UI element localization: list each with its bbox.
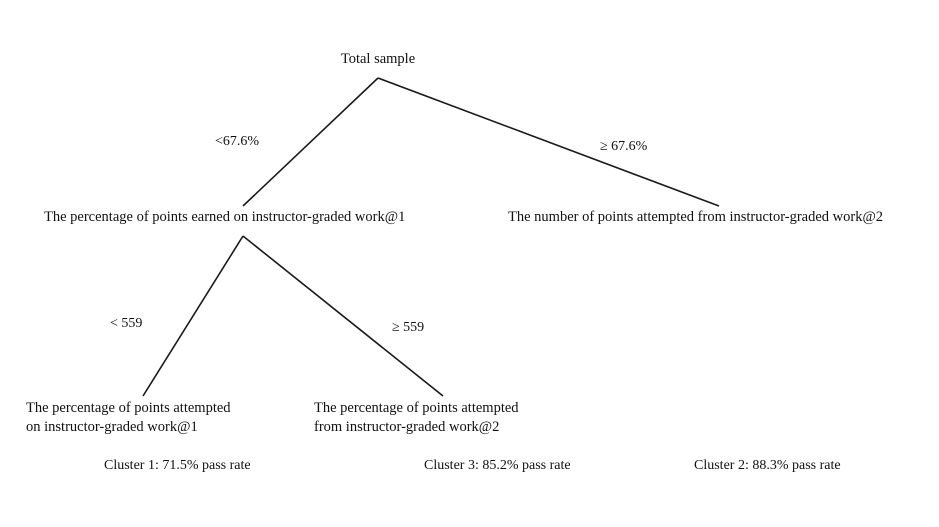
edge-label-root-left: <67.6% bbox=[215, 134, 260, 149]
edge-root-to-left bbox=[242, 77, 379, 207]
leaf3-line2: from instructor-graded work@2 bbox=[314, 419, 500, 436]
cluster-label-1: Cluster 1: 71.5% pass rate bbox=[104, 458, 251, 473]
edge-label-root-right: ≥ 67.6% bbox=[600, 139, 648, 154]
leaf3-line1: The percentage of points attempted bbox=[314, 400, 519, 416]
node-number-points-attempted-instructor-graded-2: The number of points attempted from inst… bbox=[508, 209, 884, 225]
edge-label-left-lower-left: < 559 bbox=[110, 316, 143, 331]
root-node-total-sample: Total sample bbox=[340, 51, 416, 67]
leaf1-line1: The percentage of points attempted bbox=[26, 400, 231, 416]
leaf-node-percentage-attempted-from-instructor-graded-2: The percentage of points attempted from i… bbox=[314, 399, 519, 437]
edge-root-to-right bbox=[377, 77, 720, 207]
leaf-node-percentage-attempted-on-instructor-graded-1: The percentage of points attempted on ins… bbox=[26, 399, 231, 437]
cluster-label-2: Cluster 2: 88.3% pass rate bbox=[694, 458, 841, 473]
edge-left-to-leaf3 bbox=[242, 235, 444, 397]
cluster-label-3: Cluster 3: 85.2% pass rate bbox=[424, 458, 571, 473]
node-percentage-points-earned-instructor-graded-1: The percentage of points earned on instr… bbox=[44, 209, 406, 225]
leaf1-line2: on instructor-graded work@1 bbox=[26, 419, 198, 436]
edge-label-left-lower-right: ≥ 559 bbox=[392, 320, 425, 335]
edge-left-to-leaf1 bbox=[142, 235, 244, 397]
